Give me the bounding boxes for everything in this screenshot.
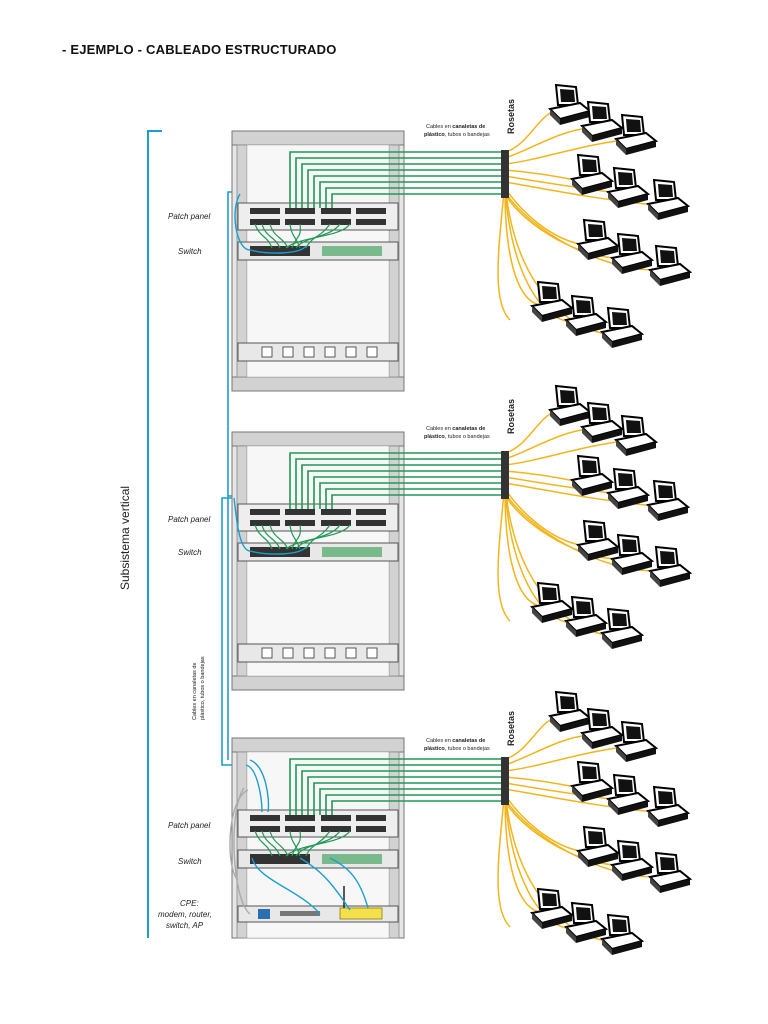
vertical-subsystem-label: Subsistema vertical	[118, 486, 132, 590]
cables-note-1b: plástico, tubos o bandejas	[424, 132, 490, 138]
workstations-group-3	[497, 691, 691, 956]
page-title: - EJEMPLO - CABLEADO ESTRUCTURADO	[62, 42, 337, 57]
cables-note-1a: Cables en canaletas de	[426, 124, 485, 130]
switch-label-2: Switch	[178, 548, 202, 557]
patch-panel-3	[237, 809, 399, 838]
cables-note-2b: plástico, tubos o bandejas	[424, 434, 490, 440]
cpe-label-3: switch, AP	[166, 921, 204, 930]
rosetas-label-1: Rosetas	[506, 99, 516, 134]
rack-2: Patch panel Switch Cables en canaletas d…	[168, 399, 516, 691]
patch-panel-1	[237, 202, 399, 231]
cables-note-2a: Cables en canaletas de	[426, 426, 485, 432]
vertical-subsystem-bracket	[147, 130, 162, 938]
workstations-group-1	[497, 84, 691, 349]
cables-note-3a: Cables en canaletas de	[426, 738, 485, 744]
rosetas-label-2: Rosetas	[506, 399, 516, 434]
switch-label-3: Switch	[178, 857, 202, 866]
power-strip-1	[237, 342, 399, 362]
cables-note-3b: plástico, tubos o bandejas	[424, 746, 490, 752]
rack-1: Patch panel Switch Cables en canaletas d…	[168, 99, 516, 392]
rosetas-label-3: Rosetas	[506, 711, 516, 746]
cpe-label-2: modem, router,	[158, 910, 212, 919]
cpe-label-1: CPE:	[180, 899, 199, 908]
patch-panel-label-3: Patch panel	[168, 821, 210, 830]
vertical-cables-text-2: plástico, tubos o bandejas	[200, 656, 206, 720]
patch-panel-label-2: Patch panel	[168, 515, 210, 524]
patch-panel-2	[237, 503, 399, 532]
rack-3: Patch panel Switch CPE: modem, router, s…	[158, 711, 516, 939]
power-strip-2	[237, 643, 399, 663]
switch-label-1: Switch	[178, 247, 202, 256]
vertical-cables-text-1: Cables en canaletas de	[192, 663, 198, 720]
workstations-group-2	[497, 385, 691, 650]
patch-panel-label-1: Patch panel	[168, 212, 210, 221]
